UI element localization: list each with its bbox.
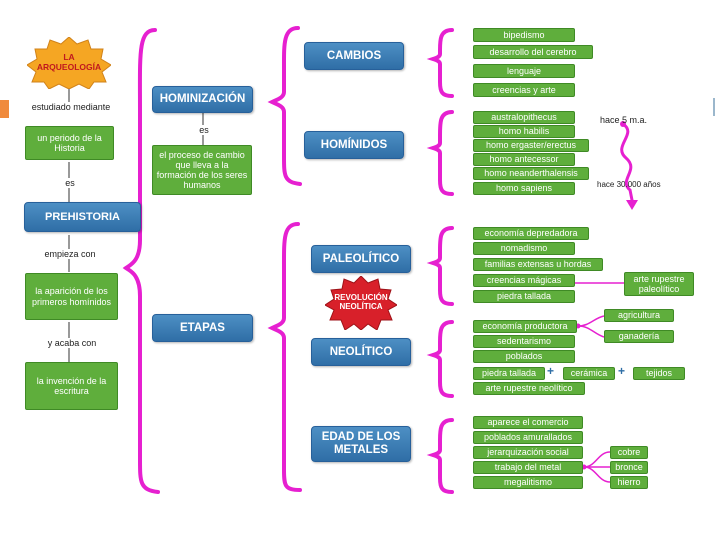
bracket-hominizacion <box>267 26 302 186</box>
label-es-1: es <box>65 178 75 188</box>
node-cambios: CAMBIOS <box>304 42 404 70</box>
node-hominidos: HOMÍNIDOS <box>304 131 404 159</box>
hominidos-item: australopithecus <box>473 111 575 124</box>
revolucion-badge: REVOLUCIÓN NEOLÍTICA <box>324 275 398 331</box>
node-cobre: cobre <box>610 446 648 459</box>
label-estudiado: estudiado mediante <box>31 102 111 112</box>
timeline-start-label: hace 5 m.a. <box>600 115 648 125</box>
neolitico-item: piedra tallada <box>473 367 545 380</box>
node-aparicion: la aparición de los primeros homínidos <box>25 273 118 320</box>
bracket-neolitico <box>426 320 454 398</box>
neolitico-item: sedentarismo <box>473 335 575 348</box>
node-tejidos: tejidos <box>633 367 685 380</box>
label-empieza: empieza con <box>44 249 96 259</box>
node-hierro: hierro <box>610 476 648 489</box>
node-etapas: ETAPAS <box>152 314 253 342</box>
metales-item: trabajo del metal <box>473 461 583 474</box>
node-prehistoria: PREHISTORIA <box>24 202 141 232</box>
timeline-arrow <box>626 200 638 210</box>
hominidos-item: homo habilis <box>473 125 575 138</box>
paleolitico-item: familias extensas u hordas <box>473 258 603 271</box>
timeline-line <box>620 122 634 202</box>
node-paleolitico: PALEOLÍTICO <box>311 245 411 273</box>
neolitico-item: arte rupestre neolítico <box>473 382 585 395</box>
node-ganaderia: ganadería <box>604 330 674 343</box>
link-metal-bronce <box>583 451 611 483</box>
node-arte-paleolitico: arte rupestre paleolítico <box>624 272 694 296</box>
neolitico-item: economía productora <box>473 320 577 333</box>
paleolitico-item: piedra tallada <box>473 290 575 303</box>
paleolitico-item: creencias mágicas <box>473 274 575 287</box>
bracket-metales <box>426 418 454 494</box>
neolitico-item: poblados <box>473 350 575 363</box>
metales-item: jerarquización social <box>473 446 583 459</box>
node-bronce: bronce <box>610 461 648 474</box>
cambios-item: bipedismo <box>473 28 575 42</box>
plus-icon: + <box>618 364 626 378</box>
metales-item: aparece el comercio <box>473 416 583 429</box>
bracket-hominidos <box>426 110 454 196</box>
hominidos-item: homo antecessor <box>473 153 575 166</box>
slide-marker-left <box>0 100 9 118</box>
paleolitico-item: nomadismo <box>473 242 575 255</box>
cambios-item: lenguaje <box>473 64 575 78</box>
link-neolitico-economia <box>577 315 605 338</box>
label-acaba: y acaba con <box>47 338 97 348</box>
metales-item: megalitismo <box>473 476 583 489</box>
paleolitico-item: economía depredadora <box>473 227 589 240</box>
node-agricultura: agricultura <box>604 309 674 322</box>
hominidos-item: homo sapiens <box>473 182 575 195</box>
node-hominizacion: HOMINIZACIÓN <box>152 86 253 113</box>
node-definicion: el proceso de cambio que lleva a la form… <box>152 145 252 195</box>
metales-item: poblados amurallados <box>473 431 583 444</box>
timeline-end-label: hace 30.000 años <box>597 180 661 189</box>
bracket-paleolitico <box>426 226 454 306</box>
arqueologia-title: LA ARQUEOLOGÍA <box>36 52 102 72</box>
bracket-etapas <box>267 222 302 492</box>
arqueologia-badge: LA ARQUEOLOGÍA <box>26 36 112 90</box>
hominidos-item: homo neanderthalensis <box>473 167 589 180</box>
hominidos-item: homo ergaster/erectus <box>473 139 589 152</box>
node-escritura: la invención de la escritura <box>25 362 118 410</box>
bracket-cambios <box>426 28 454 98</box>
revolucion-label: REVOLUCIÓN NEOLÍTICA <box>334 293 388 311</box>
node-neolitico: NEOLÍTICO <box>311 338 411 366</box>
node-periodo: un periodo de la Historia <box>25 126 114 160</box>
label-es-2: es <box>199 125 209 135</box>
cambios-item: creencias y arte <box>473 83 575 97</box>
cambios-item: desarrollo del cerebro <box>473 45 593 59</box>
plus-icon: + <box>547 364 555 378</box>
node-metales: EDAD DE LOS METALES <box>311 426 411 462</box>
node-ceramica: cerámica <box>563 367 615 380</box>
timeline-dot-start <box>620 121 626 127</box>
bracket-main <box>122 28 160 494</box>
